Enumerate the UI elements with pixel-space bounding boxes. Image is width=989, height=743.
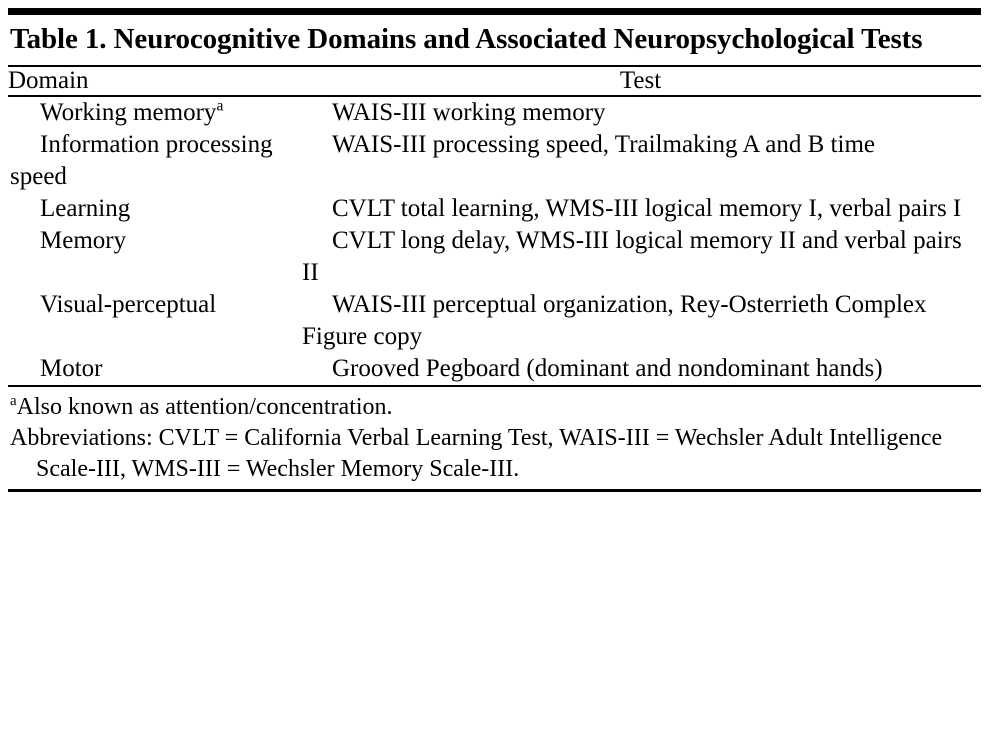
domain-label: Memory	[40, 226, 127, 254]
domain-label: Motor	[40, 354, 103, 382]
test-label: Grooved Pegboard (dominant and nondomina…	[332, 354, 883, 382]
cell-test: CVLT long delay, WMS-III logical memory …	[300, 225, 981, 289]
domain-label: Visual-perceptual	[40, 290, 217, 318]
column-header-domain: Domain	[8, 66, 89, 94]
domain-label: Working memory	[40, 98, 217, 126]
test-label: CVLT total learning, WMS-III logical mem…	[332, 194, 962, 222]
table-caption: Table 1. Neurocognitive Domains and Asso…	[10, 23, 923, 55]
table-header-row: Domain Test	[8, 67, 981, 95]
table-row: Motor Grooved Pegboard (dominant and non…	[8, 353, 981, 385]
table-row: Information processing speed WAIS-III pr…	[8, 129, 981, 193]
table-row: Working memorya WAIS-III working memory	[8, 97, 981, 129]
footnote-abbreviations: Abbreviations: CVLT = California Verbal …	[10, 425, 943, 483]
caption-rule	[8, 64, 981, 67]
table-footnotes: aAlso known as attention/concentration. …	[8, 387, 981, 490]
cell-test: CVLT total learning, WMS-III logical mem…	[300, 193, 981, 225]
cell-domain: Motor	[8, 353, 300, 385]
table-row: Learning CVLT total learning, WMS-III lo…	[8, 193, 981, 225]
test-label: WAIS-III working memory	[332, 98, 606, 126]
footnote-marker-a: a	[10, 392, 17, 409]
footnote-marker: a	[216, 97, 224, 115]
cell-domain: Working memorya	[8, 97, 300, 129]
footnote-a: aAlso known as attention/concentration.	[10, 392, 981, 423]
table-top-rule	[8, 8, 981, 15]
table-row: Visual-perceptual WAIS-III perceptual or…	[8, 289, 981, 353]
test-label: CVLT long delay, WMS-III logical memory …	[302, 226, 962, 286]
table-body: Working memorya WAIS-III working memory …	[8, 97, 981, 385]
cell-test: WAIS-III processing speed, Trailmaking A…	[300, 129, 981, 193]
table-bottom-rule	[8, 489, 981, 493]
table-row: Memory CVLT long delay, WMS-III logical …	[8, 225, 981, 289]
cell-domain: Memory	[8, 225, 300, 289]
table-container: Table 1. Neurocognitive Domains and Asso…	[0, 8, 989, 743]
column-header-test: Test	[619, 66, 662, 94]
cell-test: Grooved Pegboard (dominant and nondomina…	[300, 353, 981, 385]
domain-label: Learning	[40, 194, 131, 222]
test-label: WAIS-III perceptual organization, Rey-Os…	[302, 290, 927, 350]
cell-test: WAIS-III perceptual organization, Rey-Os…	[300, 289, 981, 353]
header-rule	[8, 94, 981, 97]
footnote-a-text: Also known as attention/concentration.	[16, 393, 393, 420]
footnote-rule	[8, 384, 981, 387]
cell-domain: Information processing speed	[8, 129, 300, 193]
neurocognitive-domains-table: Domain Test	[8, 67, 981, 95]
cell-domain: Visual-perceptual	[8, 289, 300, 353]
test-label: WAIS-III processing speed, Trailmaking A…	[332, 130, 875, 158]
cell-test: WAIS-III working memory	[300, 97, 981, 129]
cell-domain: Learning	[8, 193, 300, 225]
domain-label: Information processing speed	[10, 130, 273, 190]
